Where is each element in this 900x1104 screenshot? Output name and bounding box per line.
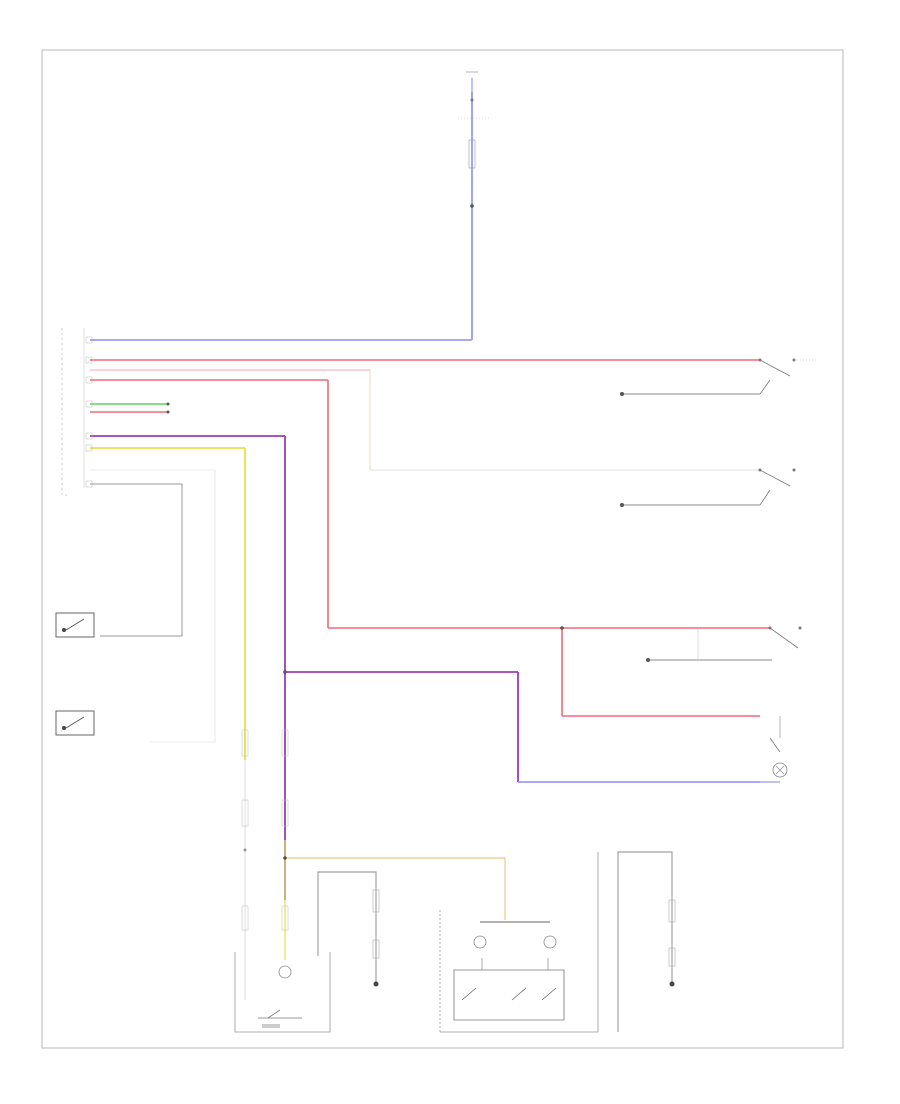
trunk-switch-ground [317,871,380,987]
left-door-switch [55,612,95,638]
trunk-lamp [617,851,676,1032]
diagram-border [41,49,844,1049]
red-wire-lower-loop [90,379,770,717]
gray-wires [90,469,216,743]
right-front-switch [620,358,818,396]
lamp-relay-assembly [439,852,599,1033]
splice-dot [560,626,564,630]
wire-connector-stubs [241,729,289,931]
green-red-short-wires [90,402,170,414]
right-door-switch [55,710,95,736]
purple-wire [90,435,760,900]
left-front-switch [620,468,796,507]
splice-dot [470,204,474,208]
module-pin-labels [85,336,93,488]
lower-right-switch [646,626,802,662]
splice-dot [283,670,287,674]
blue-wire-top [90,92,474,341]
trunk-lock-actuator [234,952,331,1033]
orange-wire-bottom [284,840,506,960]
pink-wire-left-front [90,369,760,471]
warning-lamp [760,716,788,783]
top-connector [458,71,490,169]
yellow-wire [90,447,246,1000]
control-module-connector-bracket [61,328,70,496]
